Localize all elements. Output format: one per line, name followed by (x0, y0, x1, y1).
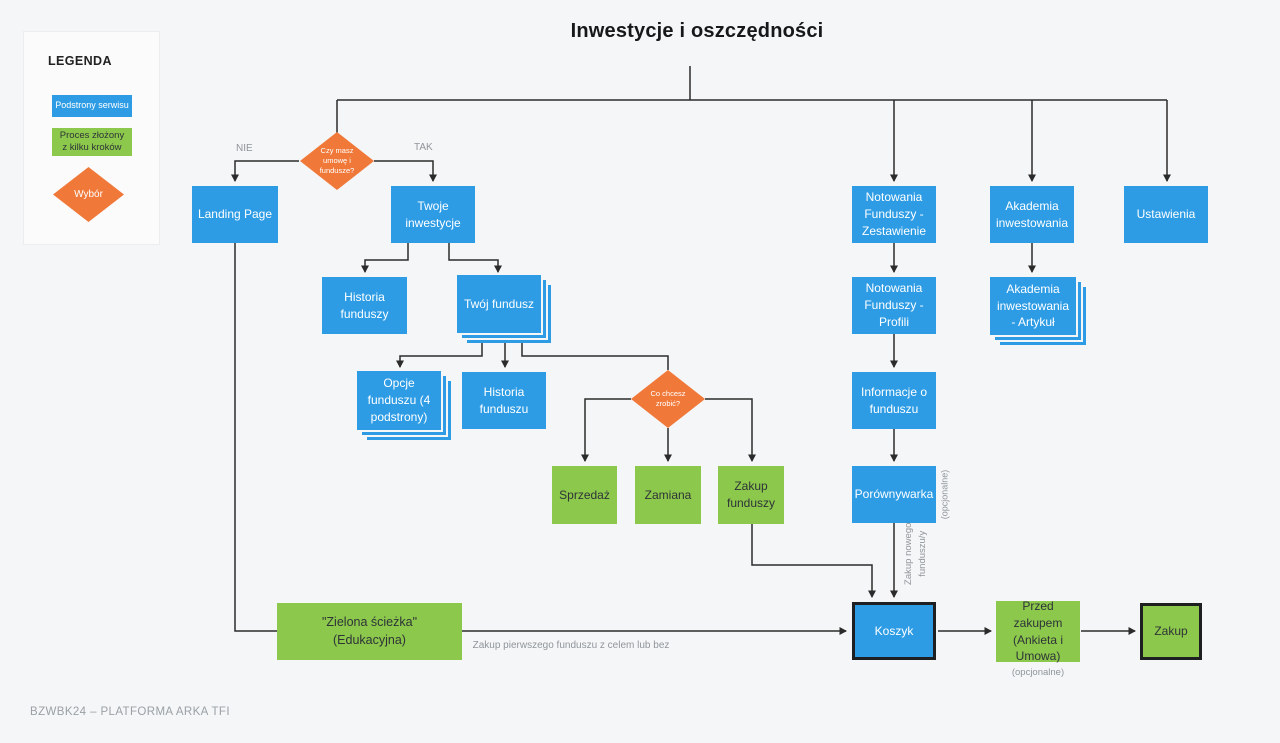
legend-panel: LEGENDA Podstrony serwisu Proces złożony… (23, 31, 160, 245)
branch-label-yes: TAK (414, 142, 433, 153)
node-quotes-profile: Notowania Funduszy - Profili (852, 277, 936, 334)
edge-label-new-fund: Zakup nowego funduszu/y (903, 522, 928, 585)
node-cart: Koszyk (852, 602, 936, 660)
node-fund-history: Historia funduszu (462, 372, 546, 429)
node-funds-history: Historia funduszy (322, 277, 407, 334)
node-academy-article: Akademia inwestowania - Artykuł (990, 277, 1076, 335)
node-your-fund: Twój fundusz (457, 275, 541, 333)
legend-item-process: Proces złożony z kilku kroków (52, 128, 132, 156)
edge-label-first-fund: Zakup pierwszego funduszu z celem lub be… (472, 640, 670, 651)
branch-label-no: NIE (236, 143, 253, 154)
node-comparator: Porównywarka (852, 466, 936, 523)
node-pre-purchase: Przed zakupem (Ankieta i Umowa) (996, 599, 1080, 663)
footer-caption: BZWBK24 – PLATFORMA ARKA TFI (30, 706, 230, 718)
legend-item-subpages: Podstrony serwisu (52, 95, 132, 117)
node-sell: Sprzedaż (552, 466, 617, 524)
node-settings: Ustawienia (1124, 186, 1208, 243)
edge-label-optional-comparator: (opcjonalne) (939, 469, 950, 520)
legend-title: LEGENDA (48, 54, 112, 68)
node-green-path: "Zielona ścieżka" (Edukacyjna) (277, 603, 462, 660)
node-your-investments: Twoje inwestycje (391, 186, 475, 243)
node-purchase: Zakup (1140, 603, 1202, 660)
node-fund-info: Informacje o funduszu (852, 372, 936, 429)
node-fund-options: Opcje funduszu (4 podstrony) (357, 371, 441, 430)
node-buy-funds: Zakup funduszy (718, 466, 784, 524)
node-quotes-summary: Notowania Funduszy - Zestawienie (852, 186, 936, 243)
page-title: Inwestycje i oszczędności (570, 20, 824, 42)
legend-item-choice: Wybór (53, 167, 124, 222)
node-landing-page: Landing Page (192, 186, 278, 243)
edge-label-optional-pre-purchase: (opcjonalne) (1011, 667, 1065, 678)
node-swap: Zamiana (635, 466, 701, 524)
node-academy: Akademia inwestowania (990, 186, 1074, 243)
